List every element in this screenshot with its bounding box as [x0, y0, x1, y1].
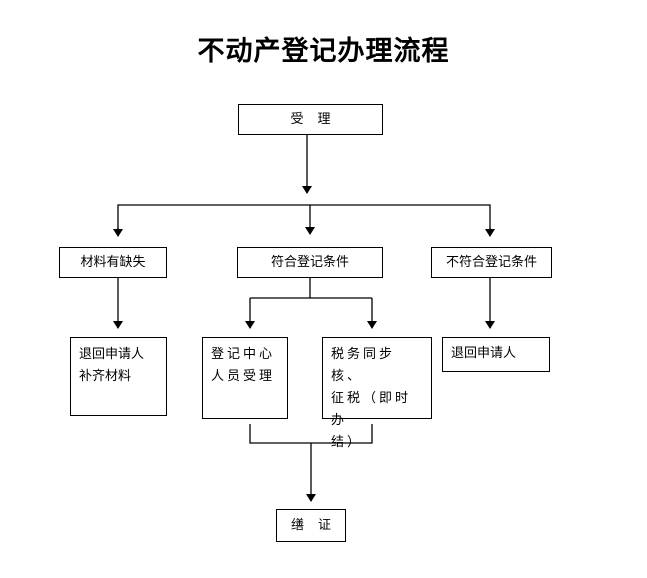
page-title: 不动产登记办理流程 [197, 36, 450, 67]
split-bar-top [117, 204, 491, 232]
step-not-meet-conditions: 不符合登记条件 [431, 247, 552, 278]
step-missing-materials: 材料有缺失 [59, 247, 167, 278]
step-return-applicant: 退回申请人 [442, 337, 550, 372]
step-issue-certificate: 缮证 [276, 509, 346, 542]
step-tax-verify: 税务同步核、 征税（即时办 结） [322, 337, 432, 450]
step-meets-conditions: 符合登记条件 [237, 247, 383, 278]
step-accept: 受理 [238, 104, 383, 135]
step-center-staff: 登记中心 人员受理 [202, 337, 288, 419]
step-return-supplement: 退回申请人 补齐材料 [70, 337, 167, 416]
